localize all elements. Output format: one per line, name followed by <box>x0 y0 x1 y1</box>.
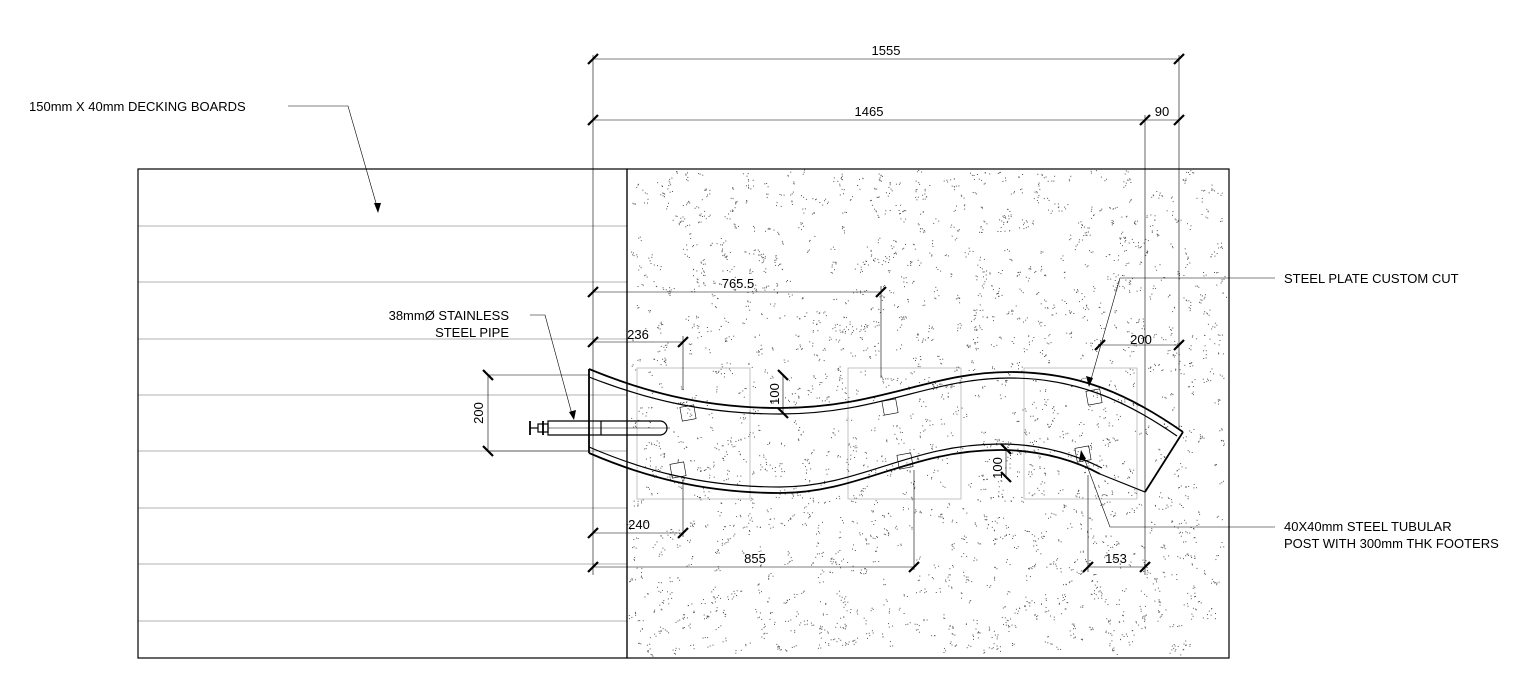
leader-lines <box>288 105 1275 528</box>
dim-right-lower: 153 <box>1105 551 1127 566</box>
post-footers <box>669 388 1103 479</box>
pipe-label-line1: 38mmØ STAINLESS <box>389 308 510 323</box>
post-label-line1: 40X40mm STEEL TUBULAR <box>1284 519 1452 534</box>
dim-plate-width-left: 100 <box>767 383 782 405</box>
footing-outlines <box>636 367 1138 500</box>
dim-lower-span: 855 <box>744 551 766 566</box>
pipe-label-line2: STEEL PIPE <box>435 325 509 340</box>
steel-plate <box>588 368 1184 494</box>
dim-plate-width-right: 100 <box>990 457 1005 479</box>
stainless-pipe <box>529 420 670 436</box>
dimension-ticks <box>482 53 1185 573</box>
dim-left-upper: 236 <box>627 327 649 342</box>
gravel-border <box>626 168 1230 659</box>
gravel-hatch <box>627 169 1227 657</box>
dim-upper-span: 765.5 <box>722 276 755 291</box>
dim-end: 90 <box>1155 104 1169 119</box>
dimension-lines <box>487 58 1179 568</box>
dim-main: 1465 <box>855 104 884 119</box>
extension-lines <box>488 55 1180 575</box>
decking-label: 150mm X 40mm DECKING BOARDS <box>29 99 246 114</box>
dim-right-upper: 200 <box>1130 332 1152 347</box>
dim-overall: 1555 <box>872 43 901 58</box>
dim-left-lower: 240 <box>628 517 650 532</box>
plate-label: STEEL PLATE CUSTOM CUT <box>1284 271 1459 286</box>
dim-pipe-offset: 200 <box>471 402 486 424</box>
decking-border <box>137 168 628 659</box>
post-label-line2: POST WITH 300mm THK FOOTERS <box>1284 536 1499 551</box>
decking-area <box>138 225 627 622</box>
